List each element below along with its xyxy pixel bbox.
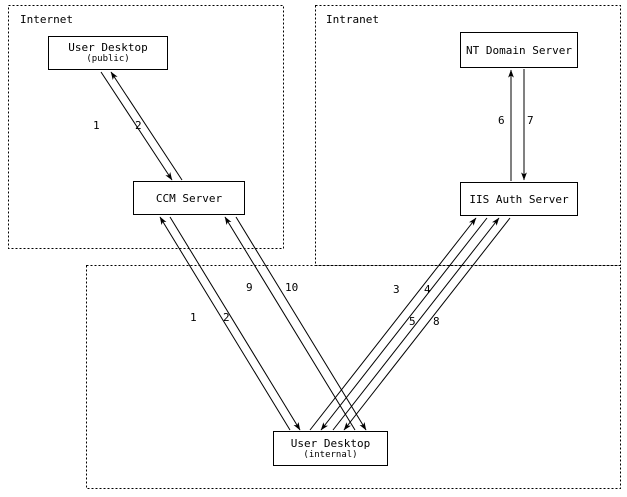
edge-1-public-to-ccm [100, 71, 173, 181]
edge-label-9: 9 [246, 281, 253, 294]
edge-label-1-public: 1 [93, 119, 100, 132]
edge-label-1-internal: 1 [190, 311, 197, 324]
zone-internal-boundary [86, 265, 621, 489]
node-user-desktop-public[interactable]: User Desktop (public) [48, 36, 168, 70]
node-nt-domain-server[interactable]: NT Domain Server [460, 32, 578, 68]
edge-10-ccm-to-internal [235, 216, 367, 431]
edge-label-6: 6 [498, 114, 505, 127]
edge-2-ccm-to-internal [169, 216, 301, 431]
edge-label-2-internal: 2 [223, 311, 230, 324]
zone-label-internet: Internet [20, 13, 73, 26]
edge-label-7: 7 [527, 114, 534, 127]
node-iis-auth-server[interactable]: IIS Auth Server [460, 182, 578, 216]
zone-internet-boundary [8, 5, 284, 249]
edge-9-internal-to-ccm [224, 216, 356, 431]
node-subtitle: (public) [86, 54, 130, 64]
node-ccm-server[interactable]: CCM Server [133, 181, 245, 215]
node-subtitle: (internal) [303, 449, 358, 460]
edge-label-3: 3 [393, 283, 400, 296]
edge-8-iis-to-internal [343, 217, 511, 431]
edge-label-5: 5 [409, 315, 416, 328]
zone-label-intranet: Intranet [326, 13, 379, 26]
edge-3-internal-to-iis [309, 217, 477, 431]
edge-5-internal-to-iis [332, 217, 500, 431]
zone-boundaries [8, 5, 621, 489]
node-title: IIS Auth Server [469, 192, 569, 206]
node-title: User Desktop [68, 41, 148, 54]
node-title: User Desktop [290, 436, 371, 450]
node-user-desktop-internal[interactable]: User Desktop (internal) [273, 431, 388, 466]
edge-label-2-public: 2 [135, 119, 142, 132]
edge-label-10: 10 [285, 281, 299, 294]
edge-4-iis-to-internal [320, 217, 488, 431]
edge-label-4: 4 [424, 283, 431, 296]
edge-1-internal-to-ccm [159, 216, 291, 431]
edge-label-8: 8 [433, 315, 440, 328]
node-title: CCM Server [155, 191, 223, 205]
node-title: NT Domain Server [466, 43, 572, 57]
edge-2-ccm-to-public [110, 71, 183, 181]
